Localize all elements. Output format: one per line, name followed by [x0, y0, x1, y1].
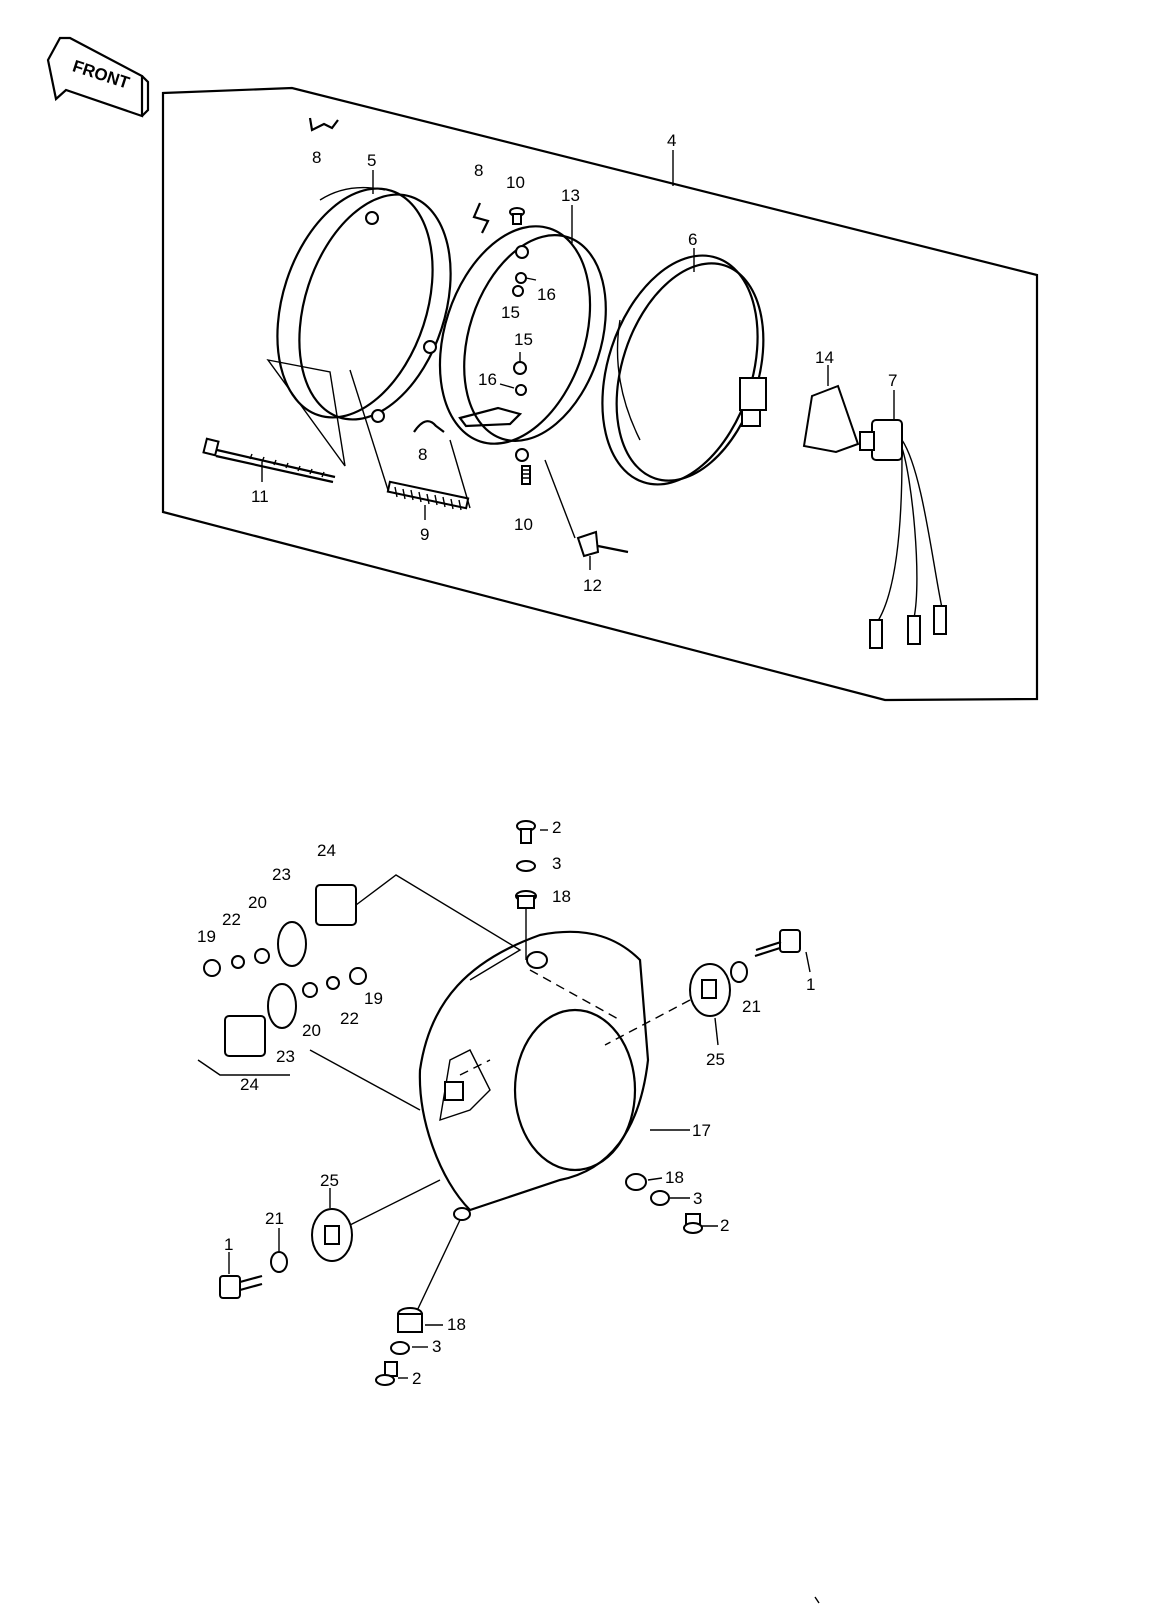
clip-8-top: [308, 117, 339, 132]
callout-12: 12: [583, 576, 602, 595]
callout-22a: 22: [222, 910, 241, 929]
nut-15-top: [512, 285, 524, 297]
washer-3-right: [650, 1190, 670, 1206]
headlight-housing-17: [418, 930, 650, 1212]
callout-6: 6: [688, 230, 697, 249]
boot-14: [802, 384, 860, 454]
bolt-2-right: [683, 1213, 703, 1234]
callout-4: 4: [667, 131, 676, 150]
callout-8b: 8: [474, 161, 483, 180]
nut-19-left: [203, 959, 221, 977]
callout-19b: 19: [364, 989, 383, 1008]
callout-23a: 23: [272, 865, 291, 884]
washer-20-left: [254, 948, 270, 964]
callout-19a: 19: [197, 927, 216, 946]
plate-23-left: [277, 921, 307, 967]
callout-7: 7: [888, 371, 897, 390]
clip-8-right: [472, 202, 490, 234]
callout-17: 17: [692, 1121, 711, 1140]
washer-22-left: [231, 955, 245, 969]
bushing-24-top: [315, 884, 357, 926]
callout-22b: 22: [340, 1009, 359, 1028]
bolt-2-top: [516, 820, 536, 844]
callout-21b: 21: [265, 1209, 284, 1228]
callout-2b: 2: [720, 1216, 729, 1235]
callout-9: 9: [420, 525, 429, 544]
washer-16-mid: [515, 384, 527, 396]
spring-9: [386, 480, 470, 511]
callout-1b: 1: [224, 1235, 233, 1254]
bolt-1-left: [219, 1274, 263, 1299]
callout-2c: 2: [412, 1369, 421, 1388]
clip-8-mid: [413, 420, 445, 433]
callout-25b: 25: [320, 1171, 339, 1190]
callout-5: 5: [367, 151, 376, 170]
callout-10b: 10: [514, 515, 533, 534]
nut-15-mid: [513, 361, 527, 375]
callout-16a: 16: [537, 285, 556, 304]
callout-18a: 18: [552, 887, 571, 906]
collar-18-bottom: [397, 1307, 423, 1333]
sealed-beam-6: [601, 254, 767, 486]
collar-18-top: [515, 890, 537, 909]
mounting-ring-13: [438, 225, 607, 462]
callout-15a: 15: [501, 303, 520, 322]
washer-21-left: [270, 1251, 288, 1273]
socket-7: [859, 419, 947, 649]
plate-23-right: [267, 983, 297, 1029]
washer-20-right: [302, 982, 318, 998]
assembly-outline-frame: [161, 86, 1039, 702]
callout-10a: 10: [506, 173, 525, 192]
nut-19-right: [349, 967, 367, 985]
washer-21-right: [730, 961, 748, 983]
screw-10-bottom: [521, 465, 531, 485]
callout-25a: 25: [706, 1050, 725, 1069]
collar-18-right: [625, 1173, 647, 1191]
front-direction-badge: FRONT: [46, 36, 150, 118]
rim-ring: [276, 186, 452, 423]
washer-3-top: [516, 860, 536, 872]
callout-2a: 2: [552, 818, 561, 837]
callout-21a: 21: [742, 997, 761, 1016]
callout-11: 11: [251, 487, 269, 506]
washer-3-bottom: [390, 1341, 410, 1355]
callout-16b: 16: [478, 370, 497, 389]
callout-24b: 24: [240, 1075, 259, 1094]
callout-1a: 1: [806, 975, 815, 994]
callout-8a: 8: [312, 148, 321, 167]
callout-15b: 15: [514, 330, 533, 349]
callout-20a: 20: [248, 893, 267, 912]
front-arrow-shape: [46, 36, 144, 118]
screw-10-top: [509, 207, 525, 225]
callout-3c: 3: [432, 1337, 441, 1356]
callout-23b: 23: [276, 1047, 295, 1066]
callout-18c: 18: [447, 1315, 466, 1334]
callout-18b: 18: [665, 1168, 684, 1187]
bolt-1-right: [754, 929, 801, 958]
callout-14: 14: [815, 348, 834, 367]
callout-24a: 24: [317, 841, 336, 860]
callout-3b: 3: [693, 1189, 702, 1208]
washer-22-right: [326, 976, 340, 990]
washer-16-top: [515, 272, 527, 284]
bolt-11: [202, 437, 336, 484]
callout-13: 13: [561, 186, 580, 205]
bolt-2-bottom: [375, 1361, 398, 1386]
bushing-24-bottom: [224, 1015, 266, 1057]
callout-3a: 3: [552, 854, 561, 873]
callout-20b: 20: [302, 1021, 321, 1040]
front-label: FRONT: [70, 56, 132, 92]
callout-8c: 8: [418, 445, 427, 464]
adjuster-12: [576, 530, 629, 558]
